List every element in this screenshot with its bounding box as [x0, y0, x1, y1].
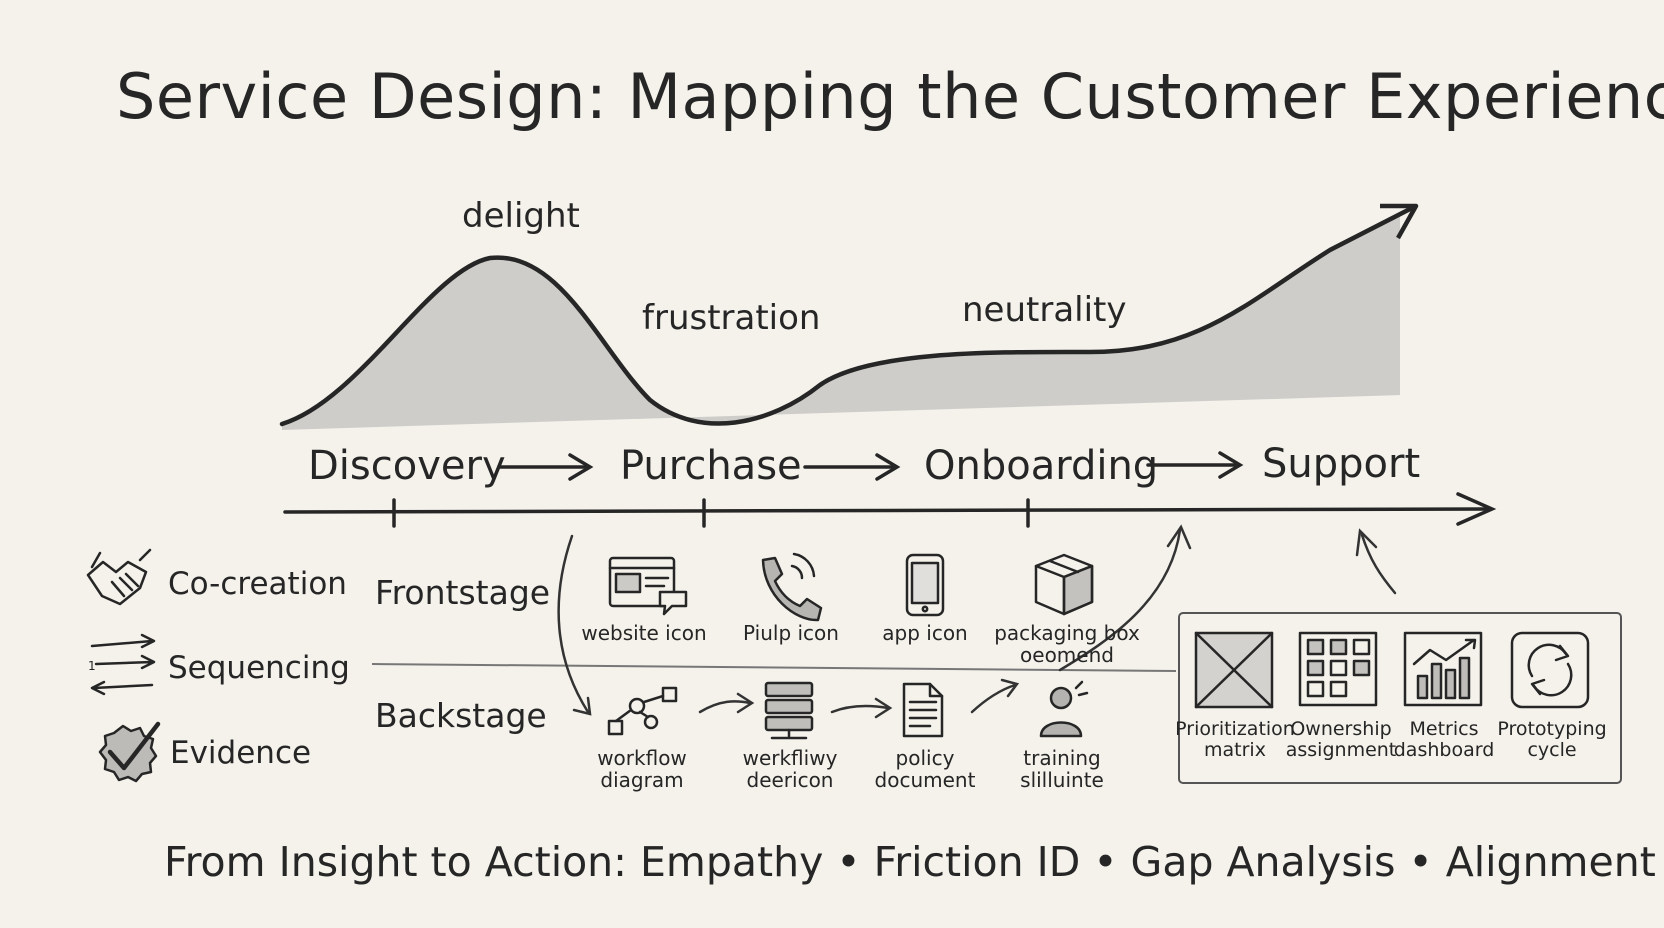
principle-co-creation: Co-creation [168, 566, 347, 602]
tool-label-prioritization: Prioritization matrix [1175, 718, 1295, 761]
page-title: Service Design: Mapping the Customer Exp… [116, 60, 1664, 133]
website-icon [608, 556, 688, 616]
principle-icons: 1 [86, 548, 161, 783]
backstage-icons [607, 680, 1089, 740]
sequencing-arrows-icon: 1 [88, 633, 156, 696]
footer-tagline: From Insight to Action: Empathy • Fricti… [164, 838, 1656, 886]
lane-frontstage: Frontstage [375, 573, 551, 612]
stage-discovery: Discovery [308, 443, 506, 489]
timeline-arrowhead [1456, 492, 1497, 526]
policy-document-icon [902, 682, 944, 738]
metrics-chart-icon [1403, 631, 1483, 707]
footer-item-gap-analysis: Gap Analysis [1130, 838, 1396, 886]
tool-label-ownership: Ownership assignment [1285, 718, 1397, 761]
stage-onboarding: Onboarding [924, 443, 1159, 489]
footer-item-empathy: Empathy [640, 838, 824, 886]
toolkit-box [1178, 612, 1622, 784]
footer-separator: • [1093, 838, 1118, 886]
backstage-label-training: training slilluinte [1020, 746, 1104, 792]
journey-timeline [283, 451, 1497, 528]
backstage-label-server: werkfliwy deericon [742, 746, 838, 792]
workflow-diagram-icon [607, 686, 678, 736]
tool-label-metrics: Metrics dashboard [1393, 718, 1495, 761]
stage-arrows [498, 451, 1244, 481]
principle-evidence: Evidence [170, 735, 312, 771]
principle-sequencing: Sequencing [168, 650, 350, 686]
footer-item-friction-id: Friction ID [873, 838, 1081, 886]
tool-label-prototyping: Prototyping cycle [1497, 718, 1607, 761]
packaging-box-icon [1034, 553, 1094, 616]
emotion-curve-shading [282, 212, 1400, 430]
curve-arrowhead [1380, 203, 1419, 240]
stage-purchase: Purchase [620, 443, 802, 489]
footer-separator: • [1408, 838, 1433, 886]
toolkit-icons [1194, 631, 1590, 709]
emotion-label-neutrality: neutrality [962, 290, 1127, 330]
emotion-label-frustration: frustration [642, 298, 821, 338]
frontstage-label-app: app icon [882, 621, 968, 645]
frontstage-icons [608, 552, 1094, 622]
backstage-label-workflow: workflow diagram [597, 746, 687, 792]
phone-icon [761, 552, 823, 622]
server-stack-icon [764, 681, 814, 740]
prioritization-matrix-icon [1194, 631, 1274, 709]
lane-backstage: Backstage [375, 696, 547, 735]
backstage-label-policy: policy document [874, 746, 976, 792]
footer-item-alignment: Alignment [1445, 838, 1656, 886]
emotion-label-delight: delight [462, 196, 580, 236]
mobile-app-icon [905, 553, 945, 617]
person-silhouette-icon [1039, 680, 1089, 738]
stage-support: Support [1262, 441, 1421, 487]
line-of-visibility [371, 663, 1177, 672]
flow-connectors [557, 524, 1397, 719]
footer-separator: • [836, 838, 861, 886]
frontstage-label-website: website icon [581, 621, 707, 645]
frontstage-label-packaging: packaging box oeomend [994, 621, 1140, 667]
frontstage-label-phone: Piulp icon [743, 621, 839, 645]
emotion-curve [279, 203, 1419, 430]
handshake-icon [86, 548, 152, 606]
footer-lead: From Insight to Action: [164, 838, 627, 886]
ownership-grid-icon [1298, 631, 1378, 707]
checkmark-badge-icon [98, 721, 161, 783]
svg-text:1: 1 [88, 659, 96, 673]
emotion-curve-line [279, 205, 1415, 427]
cycle-arrows-icon [1510, 631, 1590, 709]
